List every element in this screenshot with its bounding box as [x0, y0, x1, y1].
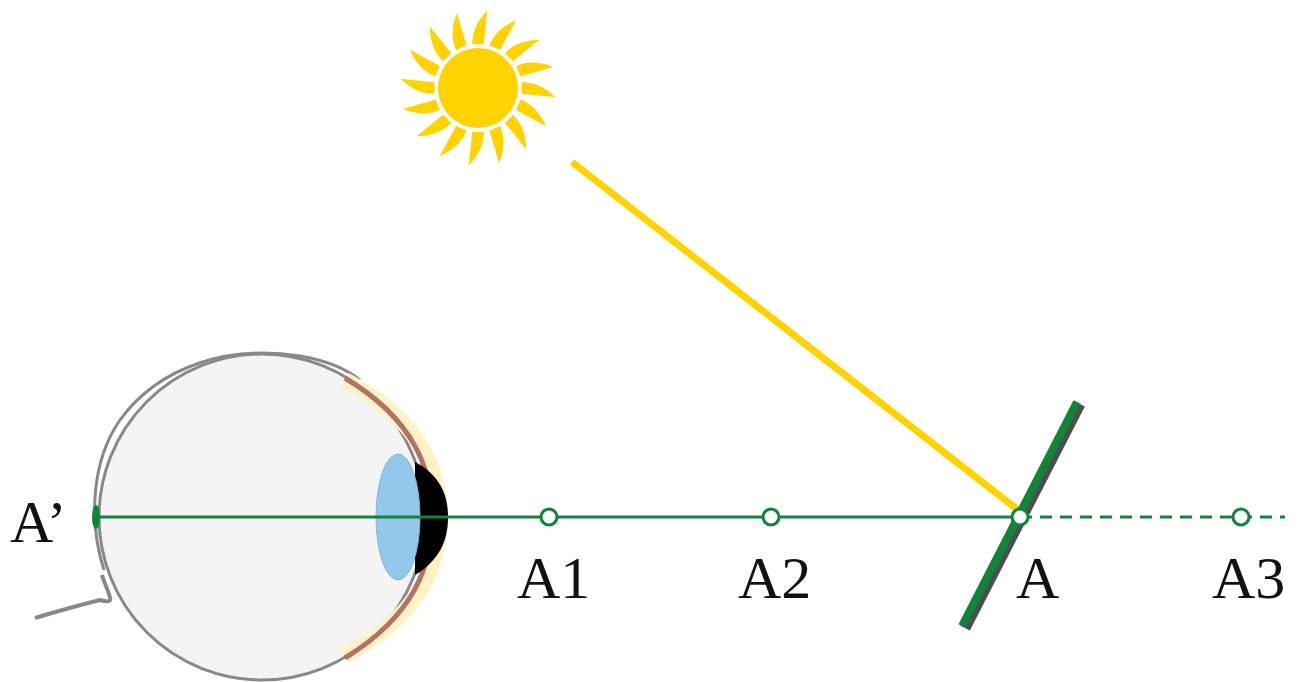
point-label: A1	[517, 548, 590, 608]
point-marker	[1012, 509, 1028, 525]
sun-ray	[417, 115, 452, 136]
light-ray	[572, 162, 1018, 510]
sun-ray	[410, 50, 440, 77]
sun-ray	[472, 11, 487, 45]
optic-nerve	[35, 575, 110, 618]
image-point	[92, 505, 100, 529]
sun-ray	[403, 99, 440, 113]
sun-ray	[516, 63, 553, 77]
mirror	[962, 402, 1077, 626]
point-label: A2	[738, 548, 811, 608]
sun-disc	[438, 48, 518, 128]
sun-ray	[453, 13, 467, 50]
sun-ray	[489, 20, 516, 50]
point-marker	[763, 509, 779, 525]
sun-ray	[489, 126, 503, 163]
sun-ray	[505, 40, 540, 61]
sun-ray	[401, 79, 435, 94]
sun-ray	[505, 115, 526, 150]
point-label: A3	[1212, 548, 1285, 608]
point-label: A	[1016, 548, 1059, 608]
sun-ray	[469, 132, 484, 166]
point-marker	[541, 509, 557, 525]
sun-ray	[516, 99, 546, 126]
sun-ray	[440, 126, 467, 156]
point-label: A’	[10, 492, 67, 552]
sun-ray	[522, 82, 556, 97]
sun-ray	[430, 27, 451, 62]
point-marker	[1233, 509, 1249, 525]
sun	[401, 11, 556, 166]
